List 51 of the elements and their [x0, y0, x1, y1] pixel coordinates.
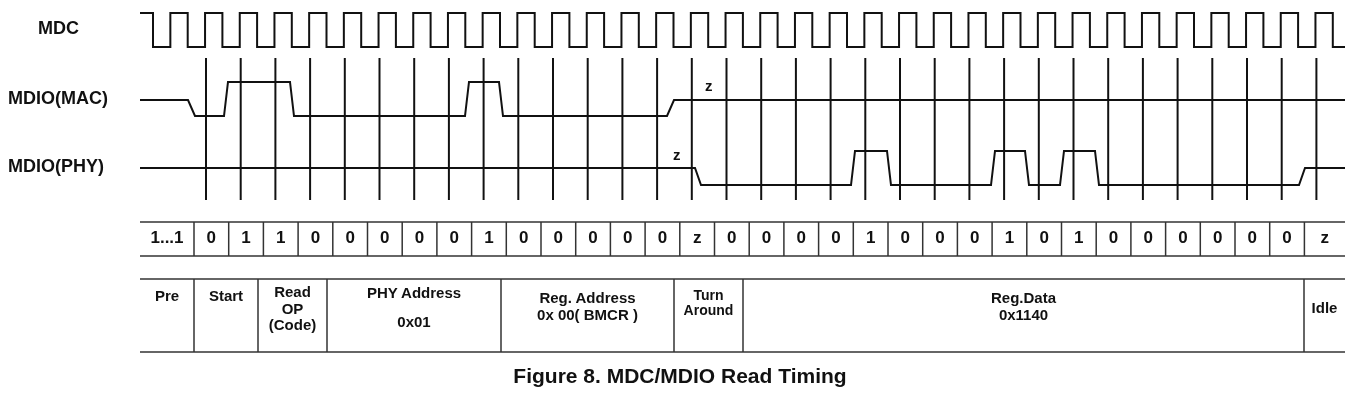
- bit-value: 0: [1211, 229, 1224, 248]
- bit-value: 0: [830, 229, 842, 248]
- bit-value: 0: [587, 229, 599, 248]
- bit-value: 1: [864, 229, 877, 248]
- signal-name: MDIO(PHY): [8, 157, 104, 177]
- bit-value: z: [691, 229, 703, 248]
- bit-value: 0: [1177, 229, 1189, 248]
- field-name: Reg.Data: [991, 290, 1056, 307]
- bit-value: 1: [1003, 229, 1016, 248]
- bit-value: 0: [934, 229, 946, 248]
- bit-value: z: [1319, 229, 1330, 248]
- bit-value: 0: [413, 229, 426, 248]
- bit-value: 0: [622, 229, 634, 248]
- high-impedance-mark: z: [705, 78, 713, 95]
- bit-value: 0: [656, 229, 669, 248]
- bit-value: 0: [552, 229, 565, 248]
- bit-value: 0: [379, 229, 391, 248]
- bit-value: 1: [275, 229, 287, 248]
- bit-value: 1: [1073, 229, 1085, 248]
- bit-value: 0: [726, 229, 738, 248]
- bit-value: 0: [1142, 229, 1154, 248]
- signal-name: MDC: [38, 19, 79, 39]
- bit-value: 0: [1038, 229, 1050, 248]
- bit-value: 1...1: [149, 229, 185, 248]
- figure-caption: Figure 8. MDC/MDIO Read Timing: [512, 364, 848, 388]
- high-impedance-mark: z: [673, 147, 681, 164]
- field-value: 0x01: [397, 313, 431, 330]
- bit-value: 0: [1281, 229, 1293, 248]
- bit-value: 0: [760, 229, 773, 248]
- bit-value: 0: [1107, 229, 1120, 248]
- field-value: 0x 00( BMCR ): [537, 306, 638, 323]
- bit-value: 1: [483, 229, 495, 248]
- bit-value: 0: [309, 229, 322, 248]
- field-name: PHY Address: [366, 285, 462, 302]
- signal-name: MDIO(MAC): [8, 89, 108, 109]
- bit-value: 0: [344, 229, 356, 248]
- field-value: 0x1140: [998, 306, 1049, 323]
- field-name: Start: [208, 288, 244, 305]
- bit-value: 0: [205, 229, 218, 248]
- field-name: Turn Around: [682, 288, 735, 319]
- bit-value: 0: [969, 229, 981, 248]
- bit-value: 0: [517, 229, 530, 248]
- field-name: Idle: [1311, 300, 1338, 317]
- field-name: Pre: [154, 288, 180, 305]
- bit-value: 1: [240, 229, 252, 248]
- field-name: Reg. Address: [539, 290, 636, 307]
- bit-value: 0: [448, 229, 460, 248]
- field-name: Read OP (Code): [267, 284, 318, 334]
- bit-value: 0: [899, 229, 912, 248]
- bit-value: 0: [795, 229, 807, 248]
- bit-value: 0: [1246, 229, 1259, 248]
